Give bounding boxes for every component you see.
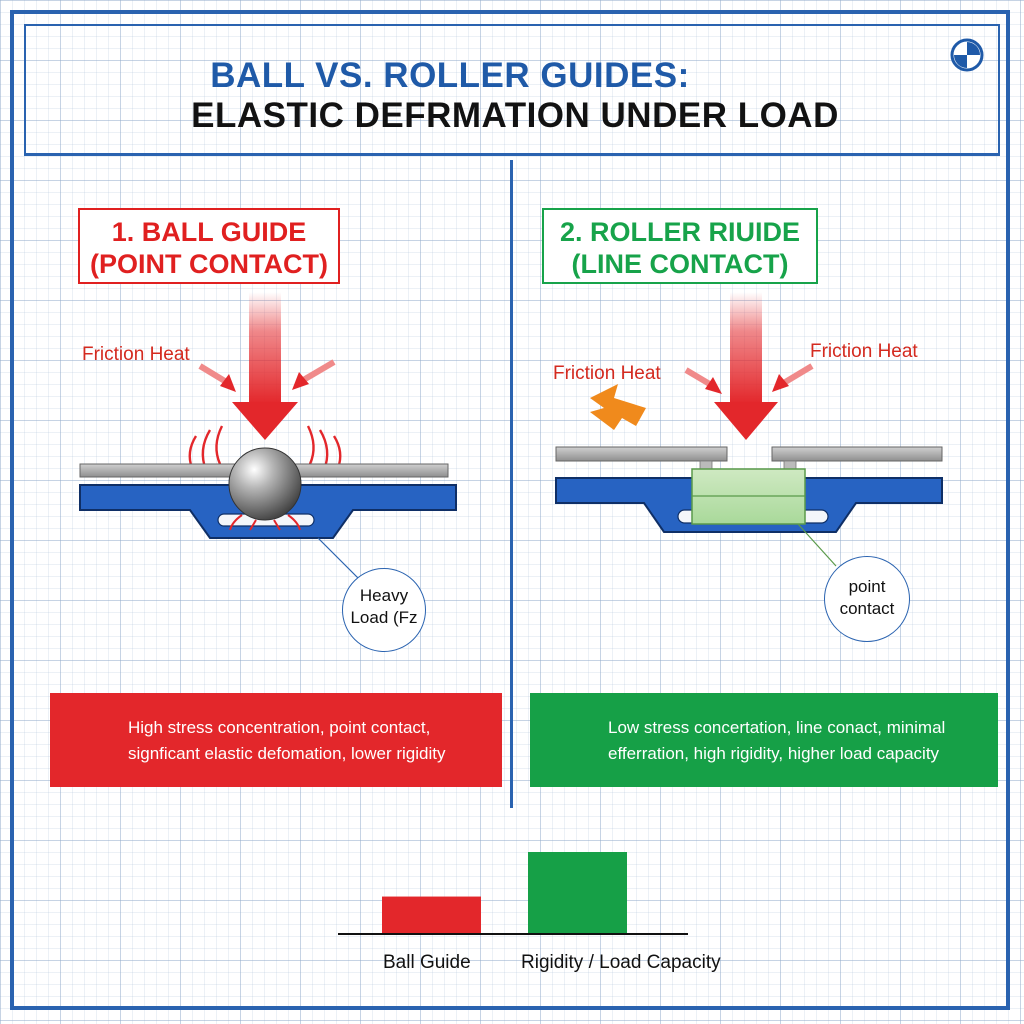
roller-guide-heading-line-2: (LINE CONTACT) bbox=[571, 249, 789, 279]
heavy-load-callout: Heavy Load (Fz bbox=[342, 568, 426, 652]
point-contact-callout-line-2: contact bbox=[839, 599, 895, 618]
ball-summary-line-2: signficant elastic defomation, lower rig… bbox=[128, 744, 446, 763]
ball-friction-heat-label: Friction Heat bbox=[82, 344, 190, 365]
roller-friction-heat-label-left: Friction Heat bbox=[553, 363, 661, 384]
chart-bar-2 bbox=[528, 852, 627, 933]
roller-friction-heat-label-right: Friction Heat bbox=[810, 341, 918, 362]
top-plate-left-roller bbox=[555, 446, 728, 462]
title-header bbox=[24, 24, 1000, 156]
ball-guide-heading-line-1: 1. BALL GUIDE bbox=[111, 217, 307, 247]
load-arrow-roller bbox=[714, 292, 778, 440]
roller-guide-summary-banner: Low stress concertation, line conact, mi… bbox=[530, 693, 998, 787]
title-line-2: ELASTIC DEFRMATION UNDER LOAD bbox=[191, 96, 839, 135]
ball-guide-summary-banner: High stress concentration, point contact… bbox=[50, 693, 502, 787]
chart-category-label-1: Ball Guide bbox=[383, 952, 471, 973]
roller-summary-line-2: efferration, high rigidity, higher load … bbox=[608, 744, 940, 763]
stress-arrows-ball bbox=[229, 514, 301, 531]
roller-guide-illustration bbox=[555, 292, 943, 567]
load-arrow-ball bbox=[232, 292, 298, 440]
top-plate-left-ball bbox=[79, 463, 246, 478]
point-contact-callout-line-1: point bbox=[848, 577, 886, 596]
heavy-load-callout-line-1: Heavy bbox=[359, 586, 409, 605]
ball-guide-illustration bbox=[79, 292, 457, 579]
ball-element bbox=[228, 447, 302, 521]
roller-guide-heading: 2. ROLLER RIUIDE (LINE CONTACT) bbox=[542, 208, 818, 284]
friction-arrows-ball bbox=[198, 359, 336, 392]
top-plate-right-ball bbox=[285, 463, 449, 478]
panel-divider bbox=[510, 160, 513, 808]
chart-category-label-2: Rigidity / Load Capacity bbox=[521, 952, 721, 973]
roller-summary-line-1: Low stress concertation, line conact, mi… bbox=[608, 718, 946, 737]
ball-guide-heading: 1. BALL GUIDE (POINT CONTACT) bbox=[78, 208, 340, 284]
ball-summary-line-1: High stress concentration, point contact… bbox=[128, 718, 431, 737]
heat-zigzag-roller bbox=[590, 384, 646, 430]
chart-bar-1 bbox=[382, 896, 481, 933]
roundel-logo-icon bbox=[950, 38, 984, 72]
friction-arrows-roller bbox=[684, 363, 814, 394]
outer-frame bbox=[10, 10, 1010, 1010]
title-line-1: BALL VS. ROLLER GUIDES: bbox=[210, 56, 690, 95]
top-plate-right-roller bbox=[771, 446, 943, 462]
point-contact-callout: point contact bbox=[824, 556, 910, 642]
rigidity-bar-chart bbox=[338, 852, 688, 935]
roller-guide-heading-line-1: 2. ROLLER RIUIDE bbox=[559, 217, 801, 247]
ball-guide-heading-line-2: (POINT CONTACT) bbox=[90, 249, 328, 279]
heavy-load-callout-line-2: Load (Fz bbox=[350, 608, 418, 627]
